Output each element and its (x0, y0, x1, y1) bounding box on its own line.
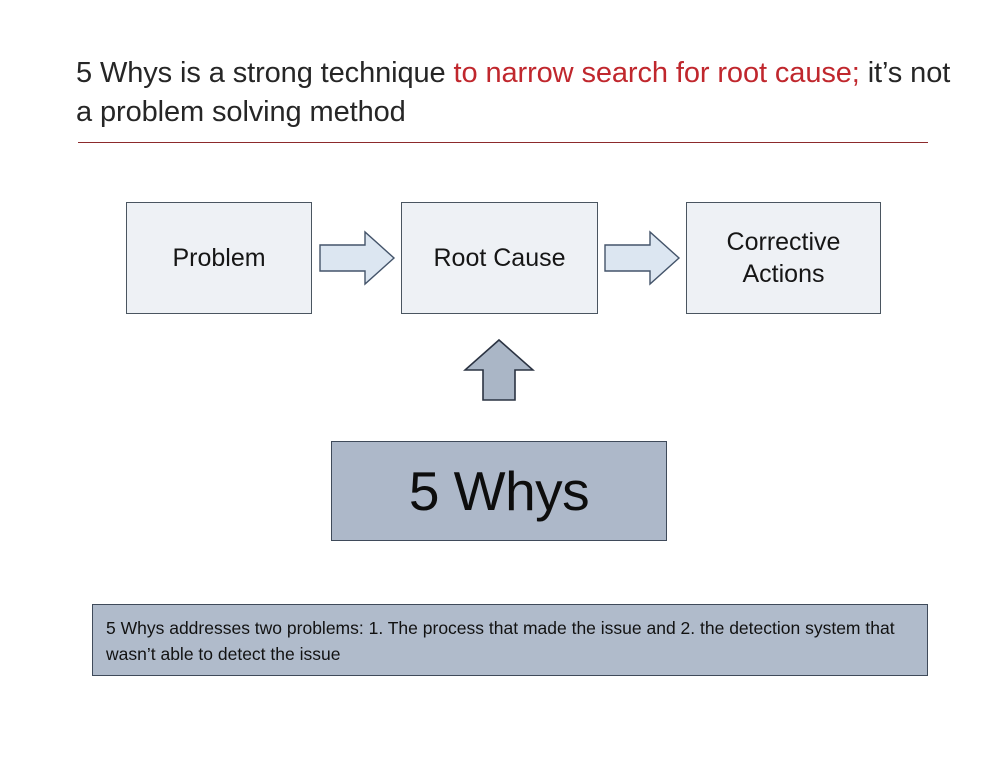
emphasis-box-five-whys-label: 5 Whys (408, 459, 590, 522)
process-box-root-cause-label: Root Cause (433, 244, 566, 272)
caption-text: 5 Whys addresses two problems: 1. The pr… (106, 618, 895, 665)
process-box-root-cause: Root Cause (401, 202, 598, 314)
process-box-corrective-actions-label: Corrective Actions (726, 228, 841, 288)
process-box-problem: Problem (126, 202, 312, 314)
process-box-problem-label: Problem (172, 244, 266, 272)
title-divider (78, 142, 928, 143)
page-title: 5 Whys is a strong technique to narrow s… (76, 54, 956, 132)
process-box-corrective-actions: Corrective Actions (686, 202, 881, 314)
arrow-up-icon (463, 338, 535, 401)
emphasis-box-five-whys: 5 Whys (331, 441, 667, 541)
title-lead-text: 5 Whys is a strong technique (76, 57, 454, 89)
title-tail-text: it’s not a problem solving method (76, 57, 951, 128)
title-accent-text: to narrow search for root cause; (453, 57, 860, 89)
arrow-right-icon (319, 230, 396, 286)
arrow-right-icon (604, 230, 681, 286)
caption-box: 5 Whys addresses two problems: 1. The pr… (92, 604, 928, 676)
